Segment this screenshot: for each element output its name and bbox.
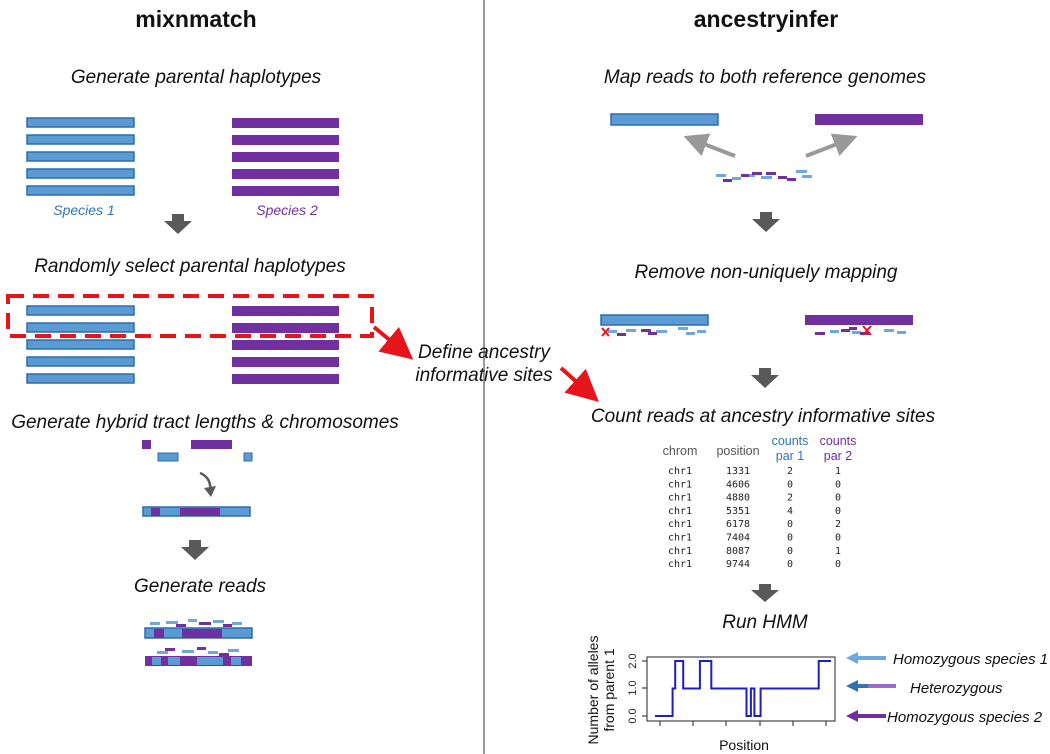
- table-cell: 0: [835, 506, 841, 517]
- down-arrow-icon: [751, 368, 779, 388]
- hmm-state-trace: [655, 660, 831, 717]
- red-arrow-to-define: [372, 325, 414, 360]
- right-step-run-hmm: Run HMM: [722, 612, 808, 633]
- selection-highlight-box: [6, 294, 374, 338]
- table-cell: 6178: [726, 519, 750, 530]
- table-header-position: position: [716, 444, 759, 458]
- state-hom1-label: Homozygous species 1: [893, 651, 1048, 668]
- table-cell: chr1: [668, 506, 692, 517]
- hmm-ytick-0: 0.0: [627, 708, 639, 723]
- hmm-ylabel-line1: Number of alleles: [585, 636, 601, 745]
- table-cell: chr1: [668, 559, 692, 570]
- table-cell: 1: [835, 546, 841, 557]
- filtered-mapping-2: [805, 315, 913, 336]
- define-sites-line2: informative sites: [415, 365, 553, 386]
- unmapped-reads: [716, 170, 812, 182]
- tract-segments: [142, 440, 253, 462]
- table-header-counts-par1: counts: [772, 434, 809, 448]
- left-step-generate-haplotypes: Generate parental haplotypes: [71, 67, 322, 88]
- reject-x-icon: [601, 327, 610, 337]
- table-cell: 0: [787, 479, 793, 490]
- left-step-hybrid-tracts: Generate hybrid tract lengths & chromoso…: [11, 412, 399, 433]
- species2-haplotypes: [232, 118, 339, 196]
- right-step-count-reads: Count reads at ancestry informative site…: [591, 406, 936, 427]
- left-step-select-haplotypes: Randomly select parental haplotypes: [34, 256, 346, 277]
- hybrid-chromosome: [142, 506, 251, 517]
- hmm-ytick-1: 1.0: [627, 680, 639, 695]
- table-cell: 0: [787, 533, 793, 544]
- table-cell: 0: [835, 493, 841, 504]
- down-arrow-icon: [751, 584, 779, 602]
- het-gradient-tail: [868, 684, 896, 688]
- counts-table: chrom position counts par 1 counts par 2…: [663, 434, 857, 570]
- table-cell: 2: [787, 493, 793, 504]
- species1-haplotypes: [26, 117, 135, 196]
- table-rows: chr1 1331 2 1 chr1 4606 0 0 chr1 4880 2 0 chr1 5351 4 0…: [668, 466, 841, 570]
- down-arrow-icon: [752, 212, 780, 232]
- right-title: ancestryinfer: [694, 6, 839, 32]
- down-arrow-icon: [164, 214, 192, 234]
- left-arrow-icon: [846, 652, 886, 664]
- hmm-ytick-2: 2.0: [627, 653, 639, 668]
- table-cell: 0: [787, 559, 793, 570]
- table-cell: 0: [787, 519, 793, 530]
- table-cell: 2: [835, 519, 841, 530]
- define-sites-line1: Define ancestry: [418, 342, 552, 363]
- hmm-state-legend: Homozygous species 1 Heterozygous Homozy…: [846, 651, 1048, 726]
- hmm-x-ticks: [659, 721, 827, 726]
- table-header-counts-par2-sub: par 2: [824, 449, 853, 463]
- table-header-counts-par2: counts: [820, 434, 857, 448]
- reference-genome-1: [610, 113, 719, 126]
- table-cell: 4606: [726, 479, 750, 490]
- right-step-map-reads: Map reads to both reference genomes: [604, 67, 927, 88]
- table-cell: 9744: [726, 559, 750, 570]
- table-cell: 1331: [726, 466, 750, 477]
- curved-arrow-head-icon: [204, 486, 216, 497]
- table-cell: 0: [835, 479, 841, 490]
- left-title: mixnmatch: [135, 6, 256, 32]
- table-cell: 0: [787, 546, 793, 557]
- table-cell: chr1: [668, 519, 692, 530]
- left-step-generate-reads: Generate reads: [134, 576, 267, 597]
- hmm-xlabel: Position: [719, 737, 769, 753]
- right-step-remove-nonunique: Remove non-uniquely mapping: [635, 262, 898, 283]
- species1-label: Species 1: [53, 202, 114, 218]
- hmm-plot: 0.0 1.0 2.0 Number of alleles from paren…: [585, 636, 836, 753]
- table-cell: 4880: [726, 493, 750, 504]
- map-arrow-right: [805, 133, 858, 158]
- table-cell: chr1: [668, 466, 692, 477]
- table-cell: chr1: [668, 493, 692, 504]
- filtered-mapping-1: [600, 314, 709, 337]
- table-cell: 0: [835, 559, 841, 570]
- table-cell: chr1: [668, 479, 692, 490]
- hmm-y-ticks: [642, 660, 647, 717]
- table-cell: 4: [787, 506, 793, 517]
- reject-x-icon: [862, 325, 872, 336]
- table-cell: 2: [787, 466, 793, 477]
- species2-label: Species 2: [256, 202, 318, 218]
- table-cell: 1: [835, 466, 841, 477]
- hmm-ylabel-line2: from parent 1: [601, 648, 617, 731]
- state-hom2-label: Homozygous species 2: [887, 709, 1043, 726]
- table-cell: chr1: [668, 546, 692, 557]
- left-arrow-icon: [846, 710, 886, 722]
- simulated-reads: [144, 619, 253, 666]
- state-het-label: Heterozygous: [910, 680, 1003, 697]
- table-cell: 0: [835, 533, 841, 544]
- table-cell: 8087: [726, 546, 750, 557]
- map-arrow-left: [683, 133, 736, 158]
- table-header-counts-par1-sub: par 1: [776, 449, 805, 463]
- reference-genome-2: [815, 114, 923, 125]
- table-cell: 5351: [726, 506, 750, 517]
- table-header-chrom: chrom: [663, 444, 698, 458]
- table-cell: chr1: [668, 533, 692, 544]
- selected-haplotypes: [26, 305, 339, 384]
- hmm-plot-frame: [646, 656, 836, 722]
- table-cell: 7404: [726, 533, 750, 544]
- down-arrow-icon: [181, 540, 209, 560]
- red-arrow-to-count: [559, 366, 599, 403]
